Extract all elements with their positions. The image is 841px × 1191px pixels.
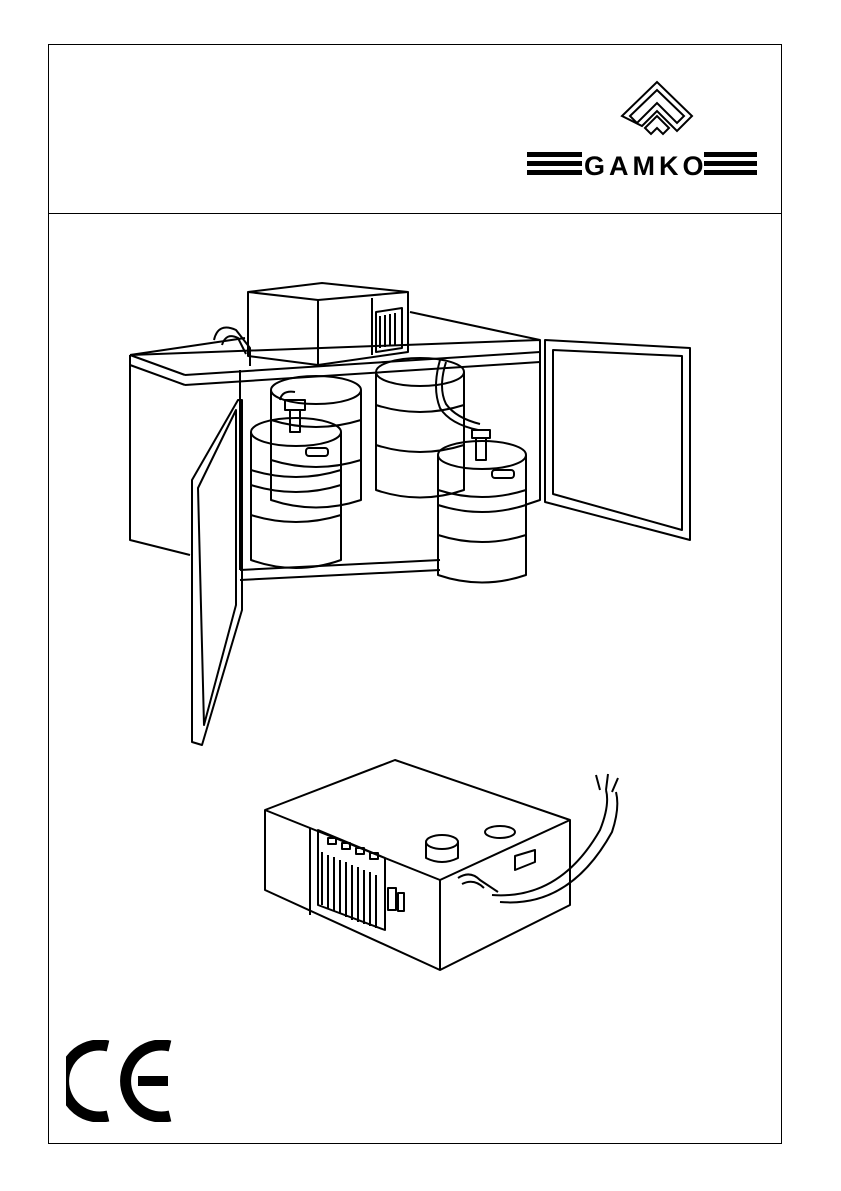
ce-mark-icon xyxy=(66,1040,184,1122)
